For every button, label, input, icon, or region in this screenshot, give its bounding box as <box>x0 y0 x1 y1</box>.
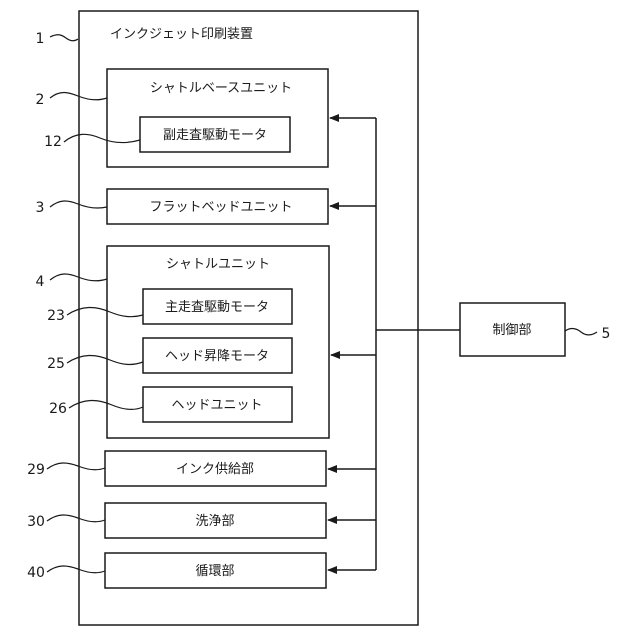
device-title: インクジェット印刷装置 <box>110 27 253 42</box>
ref-numeral-23: 23 <box>47 308 65 324</box>
head-lift-motor-label: ヘッド昇降モータ <box>165 349 269 364</box>
ref-numeral-12: 12 <box>44 134 62 150</box>
head-unit-label: ヘッドユニット <box>171 398 262 413</box>
ref-numeral-40: 40 <box>27 565 45 581</box>
ref-numeral-2: 2 <box>36 92 45 108</box>
ref-numeral-25: 25 <box>47 356 65 372</box>
ref-numeral-29: 29 <box>27 462 45 478</box>
ref-numeral-3: 3 <box>36 200 45 216</box>
shuttle-unit-label: シャトルユニット <box>166 257 270 272</box>
controller-label: 制御部 <box>492 323 531 338</box>
sub-scan-motor-label: 副走査駆動モータ <box>163 128 267 143</box>
main-scan-motor-label: 主走査駆動モータ <box>165 300 269 315</box>
ref-numeral-1: 1 <box>36 31 45 47</box>
circulation-label: 循環部 <box>195 564 234 579</box>
ref-numeral-5: 5 <box>602 326 611 342</box>
ref-numeral-30: 30 <box>27 514 45 530</box>
ref-numeral-4: 4 <box>36 274 45 290</box>
ink-supply-label: インク供給部 <box>176 462 254 477</box>
flatbed-unit-label: フラットベッドユニット <box>149 200 292 215</box>
shuttle-base-unit-label: シャトルベースユニット <box>150 81 292 96</box>
leader-line-1 <box>50 35 78 41</box>
cleaning-label: 洗浄部 <box>195 514 234 529</box>
ref-numeral-26: 26 <box>49 401 67 417</box>
leader-line-5 <box>565 328 597 335</box>
